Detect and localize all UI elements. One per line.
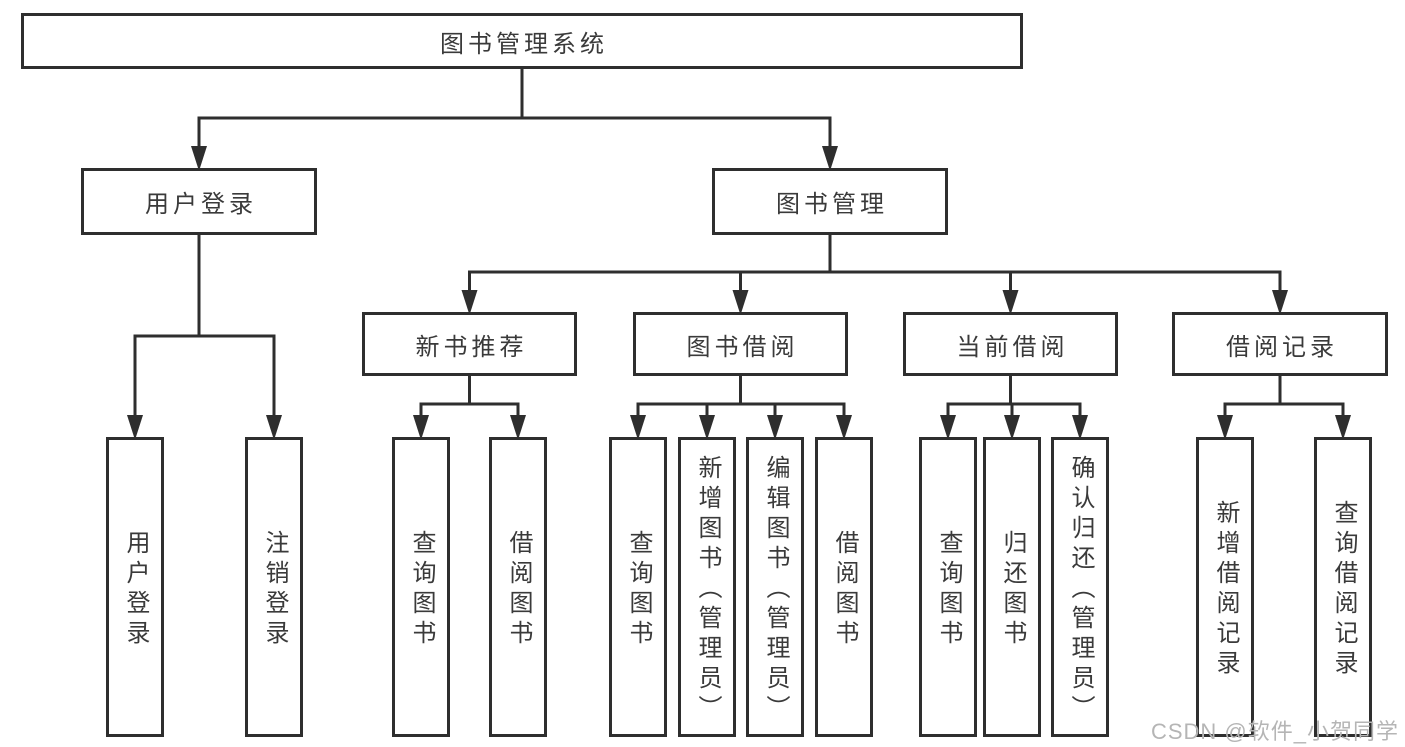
node-label-leaf-return-books: 归还图书 xyxy=(999,530,1026,650)
node-label-leaf-search-books-2: 查询图书 xyxy=(625,530,652,650)
node-label-leaf-edit-books: 编辑图书（管理员） xyxy=(762,455,789,725)
node-leaf-search-books-1: 查询图书 xyxy=(392,437,450,737)
node-label-user-login: 用户登录 xyxy=(145,191,257,218)
node-label-leaf-search-books-1: 查询图书 xyxy=(408,530,435,650)
node-new-book-recommendation: 新书推荐 xyxy=(362,312,577,376)
node-label-leaf-user-login: 用户登录 xyxy=(122,530,149,650)
node-root: 图书管理系统 xyxy=(21,13,1023,69)
node-leaf-edit-books: 编辑图书（管理员） xyxy=(746,437,804,737)
node-current-borrowing: 当前借阅 xyxy=(903,312,1118,376)
node-leaf-borrow-books-1: 借阅图书 xyxy=(489,437,547,737)
arrowhead-icon xyxy=(191,146,207,171)
arrowhead-icon xyxy=(1272,290,1288,315)
node-label-leaf-borrow-books-2: 借阅图书 xyxy=(831,530,858,650)
arrowhead-icon xyxy=(461,290,478,315)
node-label-leaf-add-books: 新增图书（管理员） xyxy=(694,455,721,725)
node-user-login: 用户登录 xyxy=(81,168,317,235)
arrowhead-icon xyxy=(940,415,956,440)
node-label-leaf-search-borrow-record: 查询借阅记录 xyxy=(1330,500,1357,680)
arrowhead-icon xyxy=(413,415,429,440)
node-label-current-borrowing: 当前借阅 xyxy=(956,333,1069,361)
arrowhead-icon xyxy=(836,415,852,440)
node-leaf-borrow-books-2: 借阅图书 xyxy=(815,437,873,737)
node-label-leaf-search-books-3: 查询图书 xyxy=(935,530,962,650)
node-book-borrowing: 图书借阅 xyxy=(633,312,848,376)
node-book-management: 图书管理 xyxy=(712,168,948,235)
arrowhead-icon xyxy=(699,415,715,440)
node-leaf-return-books: 归还图书 xyxy=(983,437,1041,737)
node-label-book-borrowing: 图书借阅 xyxy=(686,333,799,361)
node-leaf-add-borrow-record: 新增借阅记录 xyxy=(1196,437,1254,737)
arrowhead-icon xyxy=(1072,415,1088,440)
arrowhead-icon xyxy=(767,415,783,440)
arrowhead-icon xyxy=(822,146,838,171)
node-label-leaf-logout: 注销登录 xyxy=(261,530,288,650)
node-label-borrowing-records: 借阅记录 xyxy=(1226,333,1338,361)
node-label-leaf-borrow-books-1: 借阅图书 xyxy=(505,530,532,650)
arrowhead-icon xyxy=(732,290,749,315)
watermark-text: CSDN @软件_小贺同学 xyxy=(1150,719,1399,744)
arrowhead-icon xyxy=(266,415,282,440)
node-leaf-user-login: 用户登录 xyxy=(106,437,164,737)
arrowhead-icon xyxy=(1335,415,1351,440)
arrowhead-icon xyxy=(1217,415,1233,440)
node-leaf-confirm-return: 确认归还（管理员） xyxy=(1051,437,1109,737)
node-label-new-book-recommendation: 新书推荐 xyxy=(415,333,528,361)
node-leaf-search-books-2: 查询图书 xyxy=(609,437,667,737)
node-leaf-search-borrow-record: 查询借阅记录 xyxy=(1314,437,1372,737)
arrowhead-icon xyxy=(1004,415,1020,440)
arrowhead-icon xyxy=(510,415,526,440)
arrowhead-icon xyxy=(630,415,646,440)
node-leaf-add-books: 新增图书（管理员） xyxy=(678,437,736,737)
arrowhead-icon xyxy=(127,415,143,440)
node-label-root: 图书管理系统 xyxy=(440,30,608,58)
arrowhead-icon xyxy=(1002,290,1019,315)
node-leaf-search-books-3: 查询图书 xyxy=(919,437,977,737)
node-label-leaf-confirm-return: 确认归还（管理员） xyxy=(1067,455,1094,725)
node-borrowing-records: 借阅记录 xyxy=(1172,312,1388,376)
node-label-book-management: 图书管理 xyxy=(776,191,888,218)
node-leaf-logout: 注销登录 xyxy=(245,437,303,737)
node-label-leaf-add-borrow-record: 新增借阅记录 xyxy=(1212,500,1239,680)
